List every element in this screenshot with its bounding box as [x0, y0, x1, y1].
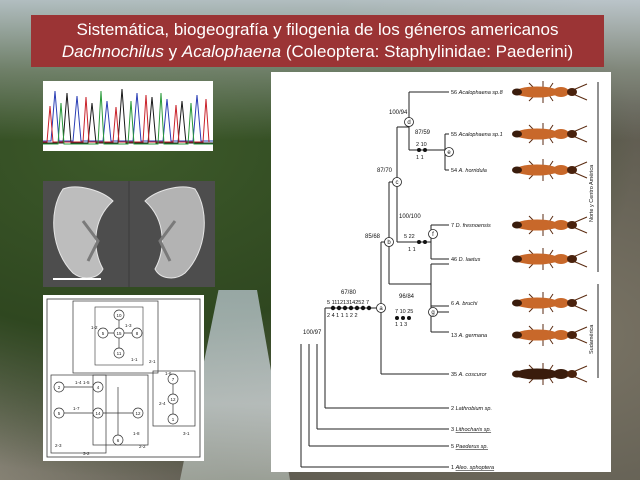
diagram-track-label: 1-3 [125, 323, 132, 328]
taxon-label: 7 D. fresnoensis [451, 223, 491, 229]
beetle-specimen-image [512, 324, 588, 346]
beetle-specimen-image [512, 81, 588, 103]
taxon-label: 55 Acalophaena sp.1 [451, 132, 503, 138]
taxon-label: 13 A. germana [451, 333, 487, 339]
node-c-label: c [396, 180, 399, 186]
diagram-node-label: 6 [117, 438, 120, 443]
support-value: 87/59 [415, 130, 431, 136]
taxon-label: 54 A. horridula [451, 168, 487, 174]
diagram-node-label: 12 [170, 397, 176, 402]
character-numbers: 5 22 [404, 234, 415, 240]
taxon-label: 46 D. laetus [451, 257, 481, 263]
character-numbers: 2 10 [416, 142, 427, 148]
title-banner: Sistemática, biogeografía y filogenia de… [31, 15, 604, 67]
diagram-node-label: 10 [116, 313, 122, 318]
sem-mandibles-image [43, 181, 215, 287]
diagram-track-label: 1-7 [73, 406, 80, 411]
diagram-node-label: 8 [136, 331, 139, 336]
support-value: 67/80 [341, 290, 357, 296]
beetle-specimen-image [512, 292, 588, 314]
character-states: 1 1 [408, 247, 416, 253]
node-a-label: a [379, 306, 383, 312]
character-numbers: 5 11121314252 7 [327, 300, 369, 306]
title-subtitle: (Coleoptera: Staphylinidae: Paederini) [281, 42, 574, 61]
beetle-specimen-image [512, 214, 588, 236]
genus-acalophaena: Acalophaena [181, 42, 282, 61]
support-value: 100/97 [303, 330, 322, 336]
diagram-track-label: 1-5 [83, 380, 90, 385]
diagram-track-label: 1-2 [91, 325, 98, 330]
taxon-label: 5 Paederus sp. [451, 444, 488, 450]
support-value: 100/100 [399, 214, 421, 220]
region-label-north-central-america: Norte y Centro América [589, 164, 595, 222]
title-line-2: Dachnochilus y Acalophaena (Coleoptera: … [31, 41, 604, 63]
diagram-node-label: 2 [58, 385, 61, 390]
beetle-specimen-image [512, 248, 588, 270]
taxon-label: 1 Aleo. sphoptera [451, 465, 494, 471]
taxon-label: 3 Lithocharis sp. [451, 427, 491, 433]
beetle-specimen-image [512, 159, 588, 181]
node-e-label: e [447, 150, 451, 156]
support-value: 96/84 [399, 294, 415, 300]
support-value: 87/70 [377, 168, 393, 174]
character-numbers: 7 10 25 [395, 309, 413, 315]
taxon-label: 35 A. coscuror [451, 372, 488, 378]
diagram-node-label: 1 [172, 417, 175, 422]
character-states: 1 1 [416, 155, 424, 161]
beetle-specimen-image [512, 363, 588, 385]
node-b-label: b [387, 240, 391, 246]
beetle-specimen-image [512, 123, 588, 145]
title-conjunction: y [163, 42, 182, 61]
title-line-1: Sistemática, biogeografía y filogenia de… [76, 20, 559, 39]
phylogenetic-tree-panel: a b c d e f g 100/97 67/80 85/68 87/70 1… [271, 72, 611, 472]
node-f-label: f [432, 232, 434, 238]
diagram-node-label: 12 [135, 411, 141, 416]
diagram-track-label: 2-1 [149, 359, 156, 364]
taxon-label: 6 A. bruchi [451, 301, 478, 307]
support-value: 100/94 [389, 110, 408, 116]
diagram-node-label: 4 [97, 385, 100, 390]
diagram-track-label: 2-2 [139, 444, 146, 449]
node-d-label: d [407, 120, 410, 126]
diagram-track-label: 1-8 [133, 431, 140, 436]
diagram-track-label: 1-1 [131, 357, 138, 362]
genus-dachnochilus: Dachnochilus [61, 42, 164, 61]
dna-chromatogram-image [43, 81, 213, 151]
diagram-track-label: 2-3 [55, 443, 62, 448]
diagram-node-label: 5 [58, 411, 61, 416]
diagram-node-label: 7 [172, 377, 175, 382]
diagram-track-label: 1-6 [165, 371, 172, 376]
diagram-track-label: 1-4 [75, 380, 82, 385]
character-states: 1 1 3 [395, 322, 407, 328]
diagram-node-label: 11 [117, 351, 122, 356]
support-value: 85/68 [365, 234, 381, 240]
diagram-node-label: 14 [95, 411, 101, 416]
region-label-south-america: Sudamérica [589, 324, 595, 354]
diagram-track-label: 3-2 [83, 451, 90, 456]
diagram-track-label: 2-4 [159, 401, 166, 406]
node-g-label: g [431, 310, 434, 316]
diagram-track-label: 3-1 [183, 431, 190, 436]
diagram-node-label: 5 [102, 331, 105, 336]
taxon-label: 2 Lathrobium sp. [451, 406, 492, 412]
diagram-node-label: 15 [116, 331, 122, 336]
character-states: 2 4 1 1 1 2 2 [327, 313, 358, 319]
taxon-label: 56 Acalophaena sp.8 [451, 90, 504, 96]
track-diagram: 10 5 15 8 11 2 4 5 14 12 6 7 12 1 1-1 2-… [43, 295, 204, 461]
